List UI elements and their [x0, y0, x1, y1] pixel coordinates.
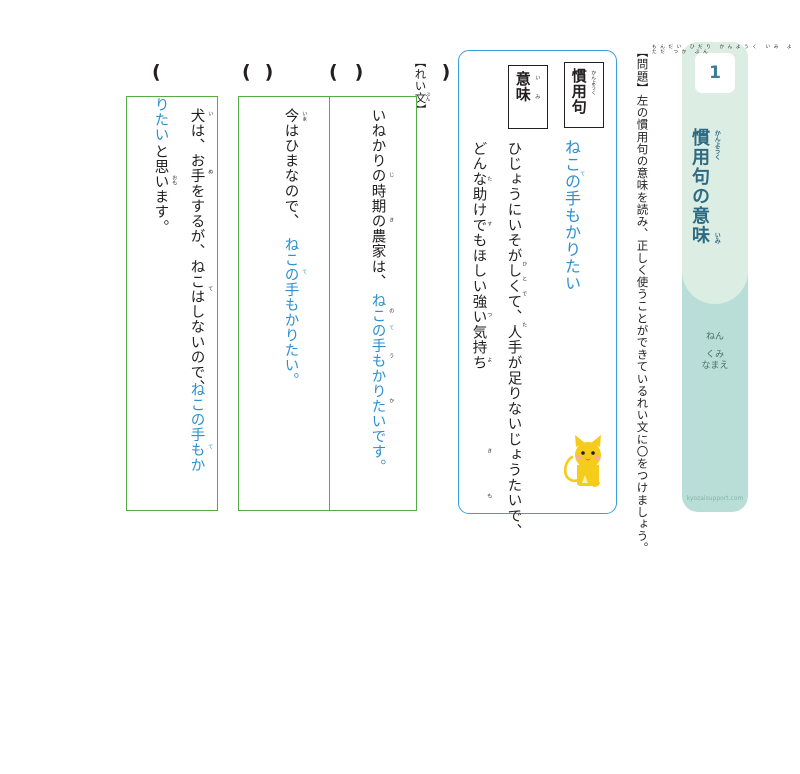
example-3-ruby-2: て: [207, 444, 214, 449]
field-name[interactable]: なまえ: [701, 361, 729, 372]
example-1-column-2: ねこの手もかりたいです。: [369, 293, 386, 475]
worksheet-number: 1: [709, 63, 721, 83]
example-2-column-2: ねこの手もかりたい。: [282, 237, 299, 388]
example-2-column-1: 今はひまなので、: [282, 108, 299, 229]
answer-parens-2[interactable]: ( ): [242, 61, 386, 83]
worksheet-title-panel: 1 慣用句の意味 かんようく いみ ねん くみ なまえ kyozaisuppor…: [682, 42, 748, 512]
field-year[interactable]: ねん: [705, 332, 724, 342]
page-title-ruby-imi: いみ: [713, 232, 721, 244]
answer-parens-1[interactable]: ( ): [329, 61, 473, 83]
example-box-1[interactable]: いねかりの時期の農家は、 じき のうか ねこの手もかりたいです。 て: [325, 96, 417, 511]
example-1-column-1: いねかりの時期の農家は、: [369, 108, 386, 290]
page-title: 慣用句の意味: [689, 128, 710, 245]
field-class[interactable]: くみ: [705, 349, 725, 360]
label-meaning-text: 意味: [513, 71, 532, 102]
example-2-ruby-2: て: [301, 269, 308, 274]
idiom-text: ねこの手もかりたい: [562, 139, 581, 292]
examples-label: 【れい文】: [413, 56, 428, 116]
label-box-meaning: 意味 いみ: [508, 65, 548, 129]
label-idiom-text: 慣用句: [569, 68, 588, 115]
example-box-3[interactable]: 犬は、お手をするが、ねこはしないので、 いぬ て ねこの手もか て りたい と思…: [126, 96, 218, 511]
example-2-ruby-1: いま: [301, 111, 308, 121]
example-box-2[interactable]: 今はひまなので、 いま ねこの手もかりたい。 て: [238, 96, 330, 511]
meaning-line-2: どんな助けでもほしい強い気持ち: [470, 141, 487, 371]
meaning-line-1-ruby: ひとで た: [521, 261, 528, 337]
instruction-text: 【問題】左の慣用句の意味を読み、正しく使うことができているれい文に〇をつけましょ…: [635, 46, 650, 555]
meaning-line-2-ruby: たす つよ きも: [486, 176, 493, 538]
site-watermark: kyozaisupport.com: [686, 495, 744, 502]
cat-illustration: [563, 435, 601, 487]
label-box-idiom: 慣用句 かんようく: [564, 62, 604, 128]
label-meaning-ruby: いみ: [534, 75, 541, 113]
student-name-fields[interactable]: ねん くみ なまえ: [682, 327, 748, 372]
example-3-column-4: と思います。: [152, 144, 169, 235]
idiom-text-ruby: て: [579, 171, 586, 176]
example-1-ruby-1: じき のうか: [388, 172, 395, 443]
example-3-ruby-1: いぬ て: [207, 111, 214, 344]
instruction-ruby: もんだい ひだり かんようく いみ よ ただ つか ぶん: [652, 45, 796, 55]
answer-parens-3[interactable]: ( ): [152, 61, 296, 83]
label-idiom-ruby: かんようく: [590, 70, 597, 95]
worksheet-number-box: 1: [695, 53, 735, 93]
example-3-column-1: 犬は、お手をするが、ねこはしないので、: [188, 108, 205, 395]
example-1-ruby-2: て: [388, 325, 395, 330]
examples-label-ruby: ぶん: [425, 92, 430, 102]
example-3-column-2: ねこの手もか: [188, 382, 205, 473]
meaning-line-1: ひじょうにいそがしくて、人手が足りないじょうたいで、: [505, 141, 522, 539]
example-3-ruby-4: おも: [171, 175, 178, 185]
example-3-column-3: りたい: [152, 97, 169, 143]
idiom-meaning-card: 慣用句 かんようく 意味 いみ ねこの手もかりたい て ひじょうにいそがしくて、…: [458, 50, 617, 539]
page-title-ruby-kanyouku: かんようく: [713, 130, 721, 160]
